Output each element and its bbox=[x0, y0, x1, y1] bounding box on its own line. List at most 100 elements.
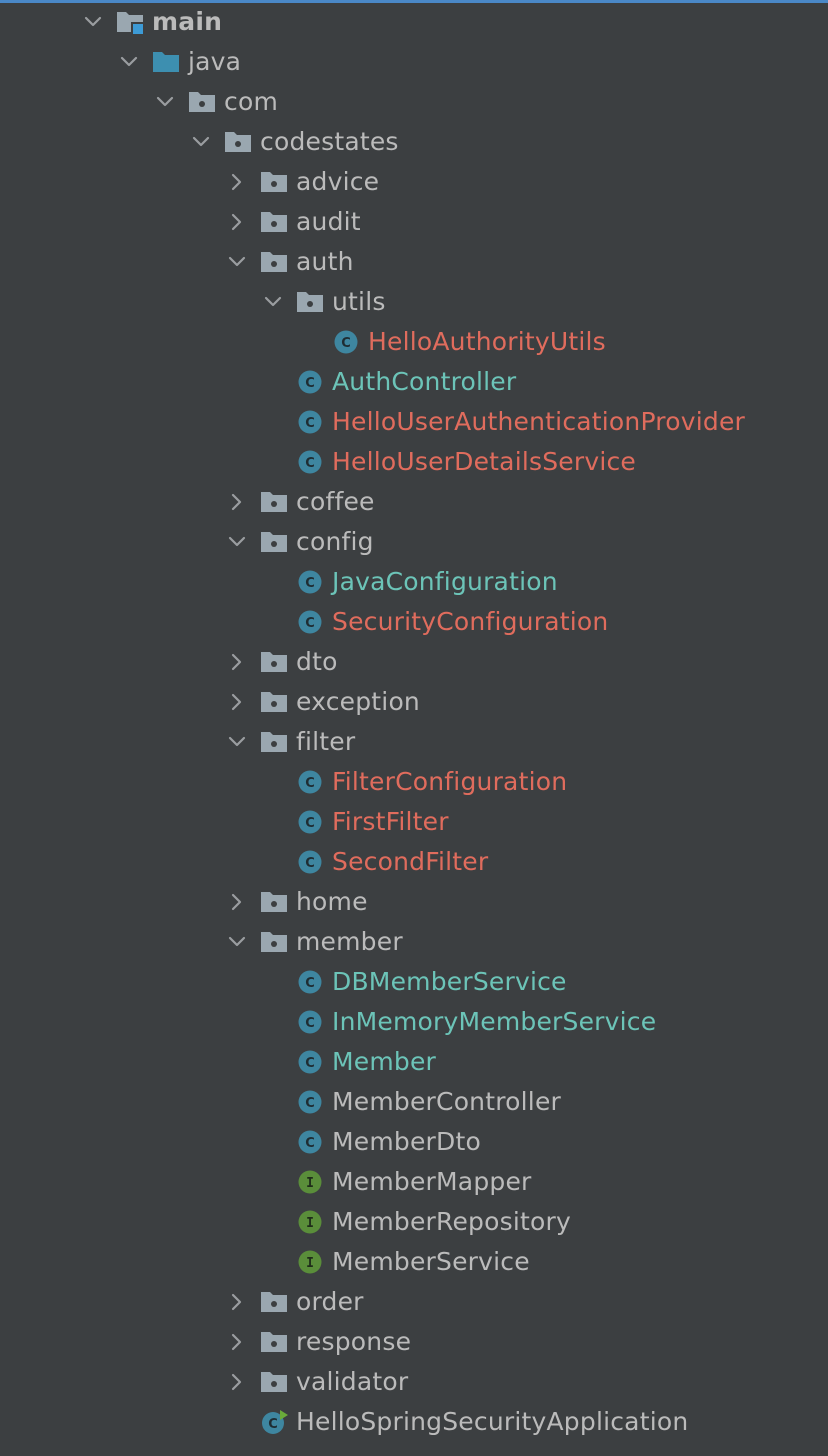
tree-node-dto[interactable]: dto bbox=[0, 642, 828, 682]
tree-node-order[interactable]: order bbox=[0, 1282, 828, 1322]
tree-node-label: MemberService bbox=[332, 1247, 530, 1276]
package-folder-icon bbox=[260, 690, 288, 714]
class-icon: C bbox=[296, 370, 324, 394]
tree-node-auth[interactable]: auth bbox=[0, 242, 828, 282]
chevron-right-icon[interactable] bbox=[226, 651, 248, 673]
interface-icon: I bbox=[296, 1210, 324, 1234]
chevron-right-icon[interactable] bbox=[226, 1291, 248, 1313]
class-icon: C bbox=[296, 1130, 324, 1154]
tree-node-label: codestates bbox=[260, 127, 399, 156]
tree-node-label: main bbox=[152, 7, 223, 36]
chevron-right-icon[interactable] bbox=[226, 891, 248, 913]
tree-node-com[interactable]: com bbox=[0, 82, 828, 122]
chevron-right-icon[interactable] bbox=[226, 1331, 248, 1353]
tree-node-label: filter bbox=[296, 727, 356, 756]
tree-node-validator[interactable]: validator bbox=[0, 1362, 828, 1402]
tree-node-label: MemberMapper bbox=[332, 1167, 532, 1196]
chevron-down-icon[interactable] bbox=[82, 11, 104, 33]
tree-node-memberrepository[interactable]: I MemberRepository bbox=[0, 1202, 828, 1242]
chevron-down-icon[interactable] bbox=[154, 91, 176, 113]
package-folder-icon bbox=[260, 530, 288, 554]
chevron-down-icon[interactable] bbox=[226, 251, 248, 273]
class-icon: C bbox=[296, 1050, 324, 1074]
tree-node-membermapper[interactable]: I MemberMapper bbox=[0, 1162, 828, 1202]
tree-node-codestates[interactable]: codestates bbox=[0, 122, 828, 162]
tree-node-label: HelloUserAuthenticationProvider bbox=[332, 407, 745, 436]
class-icon: C bbox=[296, 850, 324, 874]
svg-text:C: C bbox=[305, 976, 315, 991]
package-folder-icon bbox=[260, 490, 288, 514]
tree-node-config[interactable]: config bbox=[0, 522, 828, 562]
partially-visible-row bbox=[0, 1446, 828, 1456]
tree-node-advice[interactable]: advice bbox=[0, 162, 828, 202]
tree-node-response[interactable]: response bbox=[0, 1322, 828, 1362]
tree-node-label: JavaConfiguration bbox=[332, 567, 558, 596]
package-folder-icon bbox=[260, 250, 288, 274]
tree-node-authcontroller[interactable]: C AuthController bbox=[0, 362, 828, 402]
tree-node-label: response bbox=[296, 1327, 412, 1356]
class-icon: C bbox=[296, 770, 324, 794]
chevron-right-icon[interactable] bbox=[226, 171, 248, 193]
class-icon: C bbox=[296, 1090, 324, 1114]
svg-text:I: I bbox=[306, 1176, 314, 1191]
chevron-right-icon[interactable] bbox=[226, 1371, 248, 1393]
chevron-down-icon[interactable] bbox=[118, 51, 140, 73]
tree-node-hellouserauthenticationprovider[interactable]: C HelloUserAuthenticationProvider bbox=[0, 402, 828, 442]
tree-node-label: coffee bbox=[296, 487, 375, 516]
tree-node-member[interactable]: member bbox=[0, 922, 828, 962]
svg-text:C: C bbox=[305, 416, 315, 431]
chevron-down-icon[interactable] bbox=[226, 531, 248, 553]
tree-node-label: member bbox=[296, 927, 403, 956]
chevron-right-icon[interactable] bbox=[226, 491, 248, 513]
tree-node-main[interactable]: main bbox=[0, 2, 828, 42]
tree-node-label: MemberRepository bbox=[332, 1207, 571, 1236]
tree-node-label: auth bbox=[296, 247, 354, 276]
spring-boot-class-icon: C bbox=[260, 1410, 288, 1434]
tree-node-home[interactable]: home bbox=[0, 882, 828, 922]
tree-node-label: exception bbox=[296, 687, 420, 716]
chevron-right-icon[interactable] bbox=[226, 691, 248, 713]
class-icon: C bbox=[296, 570, 324, 594]
tree-node-exception[interactable]: exception bbox=[0, 682, 828, 722]
chevron-down-icon[interactable] bbox=[226, 731, 248, 753]
tree-node-secondfilter[interactable]: C SecondFilter bbox=[0, 842, 828, 882]
tree-node-label: AuthController bbox=[332, 367, 517, 396]
tree-node-label: MemberController bbox=[332, 1087, 562, 1116]
tree-node-label: validator bbox=[296, 1367, 409, 1396]
tree-node-coffee[interactable]: coffee bbox=[0, 482, 828, 522]
class-icon: C bbox=[296, 410, 324, 434]
tree-node-label: InMemoryMemberService bbox=[332, 1007, 657, 1036]
package-folder-icon bbox=[296, 290, 324, 314]
chevron-down-icon[interactable] bbox=[262, 291, 284, 313]
chevron-down-icon[interactable] bbox=[226, 931, 248, 953]
chevron-right-icon[interactable] bbox=[226, 211, 248, 233]
class-icon: C bbox=[296, 450, 324, 474]
tree-node-javaconfiguration[interactable]: C JavaConfiguration bbox=[0, 562, 828, 602]
interface-icon: I bbox=[296, 1170, 324, 1194]
tree-node-label: SecondFilter bbox=[332, 847, 489, 876]
svg-text:I: I bbox=[306, 1216, 314, 1231]
tree-node-hellouserdetailsservice[interactable]: C HelloUserDetailsService bbox=[0, 442, 828, 482]
tree-node-filter[interactable]: filter bbox=[0, 722, 828, 762]
tree-node-membercontroller[interactable]: C MemberController bbox=[0, 1082, 828, 1122]
tree-node-label: config bbox=[296, 527, 374, 556]
tree-node-audit[interactable]: audit bbox=[0, 202, 828, 242]
chevron-down-icon[interactable] bbox=[190, 131, 212, 153]
tree-node-label: SecurityConfiguration bbox=[332, 607, 609, 636]
tree-node-label: HelloUserDetailsService bbox=[332, 447, 637, 476]
tree-node-java[interactable]: java bbox=[0, 42, 828, 82]
tree-node-label: HelloAuthorityUtils bbox=[368, 327, 606, 356]
tree-node-utils[interactable]: utils bbox=[0, 282, 828, 322]
tree-node-label: java bbox=[188, 47, 242, 76]
